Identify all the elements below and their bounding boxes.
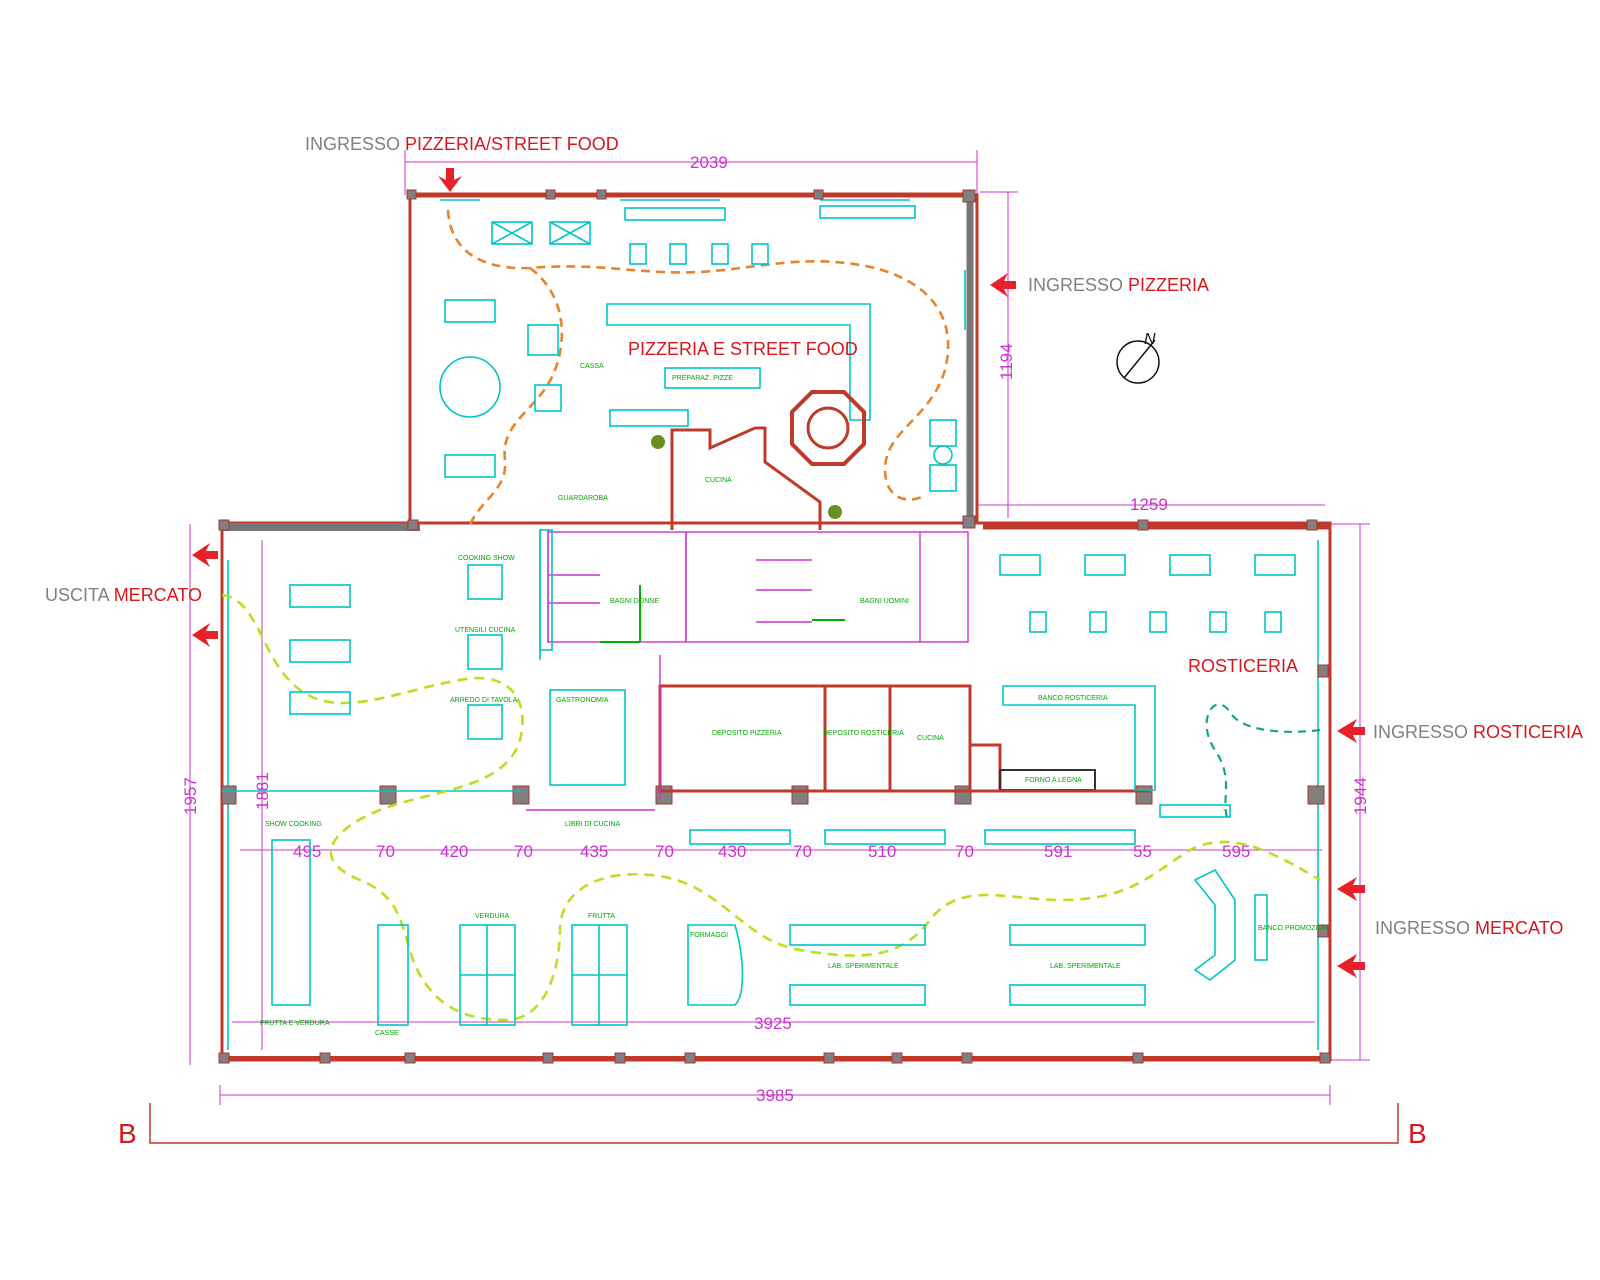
- label-bagni-donne: BAGNI DONNE: [610, 598, 659, 605]
- label-cooking: COOKING SHOW: [458, 555, 515, 562]
- label-lab2: LAB. SPERIMENTALE: [1050, 963, 1121, 970]
- label-forno: FORNO A LEGNA: [1025, 777, 1082, 784]
- pillars: [218, 189, 1331, 1064]
- dim-right-height: 1944: [1351, 777, 1370, 815]
- dim-total-width: 3985: [756, 1086, 794, 1105]
- dim-row-12: 595: [1222, 842, 1250, 861]
- label-arredo: ARREDO DI TAVOLA: [450, 697, 518, 704]
- furniture: [271, 205, 1296, 1026]
- small-labels: CASSA PREPARAZ. PIZZE CUCINA GUARDAROBA …: [260, 363, 1330, 1037]
- plant-icon: [651, 435, 665, 449]
- dim-row-3: 70: [514, 842, 533, 861]
- label-entrance-pizzeria-street-food: INGRESSO PIZZERIA/STREET FOOD: [305, 134, 619, 154]
- label-cassa: CASSA: [580, 363, 604, 370]
- label-preparazione: PREPARAZ. PIZZE: [672, 375, 733, 382]
- label-entrance-mercato: INGRESSO MERCATO: [1375, 918, 1563, 938]
- label-formaggi: FORMAGGI: [690, 932, 728, 939]
- label-entrance-rosticceria: INGRESSO ROSTICERIA: [1373, 722, 1583, 742]
- label-exit-mercato: USCITA MERCATO: [45, 585, 202, 605]
- label-banco-rost: BANCO ROSTICERIA: [1038, 695, 1108, 702]
- label-cucina-top: CUCINA: [705, 477, 732, 484]
- label-utensili: UTENSILI CUCINA: [455, 627, 516, 634]
- label-dep-pizzeria: DEPOSITO PIZZERIA: [712, 730, 782, 737]
- dim-row-0: 495: [293, 842, 321, 861]
- plant-icon: [828, 505, 842, 519]
- room-title-rosticceria: ROSTICERIA: [1188, 656, 1298, 676]
- room-title-pizzeria: PIZZERIA E STREET FOOD: [628, 339, 858, 359]
- dim-inner-total: 3925: [754, 1014, 792, 1033]
- dim-row-11: 55: [1133, 842, 1152, 861]
- dimension-lines: 2039 1194 1259 1957 1881 1944 3925 3985: [181, 150, 1370, 1105]
- arrow-left-icon: [1337, 954, 1365, 978]
- dim-row-2: 420: [440, 842, 468, 861]
- visitor-paths: [221, 209, 1321, 1022]
- label-entrance-pizzeria: INGRESSO PIZZERIA: [1028, 275, 1209, 295]
- label-gastronomia: GASTRONOMIA: [556, 697, 609, 704]
- arrow-left-icon: [990, 273, 1016, 297]
- arrow-left-icon: [1337, 719, 1365, 743]
- section-mark-left: B: [118, 1118, 137, 1149]
- label-lab1: LAB. SPERIMENTALE: [828, 963, 899, 970]
- dim-row-4: 435: [580, 842, 608, 861]
- label-cassa-bottom: CASSE: [375, 1030, 399, 1037]
- dim-row-9: 70: [955, 842, 974, 861]
- dim-row-7: 70: [793, 842, 812, 861]
- dim-top-width: 2039: [690, 153, 728, 172]
- dim-top-height: 1194: [997, 343, 1016, 380]
- label-verdura: VERDURA: [475, 913, 510, 920]
- section-mark-right: B: [1408, 1118, 1427, 1149]
- label-show-cooking: SHOW COOKING: [265, 821, 322, 828]
- dim-row-8: 510: [868, 842, 896, 861]
- dim-row-10: 591: [1044, 842, 1072, 861]
- label-cucina-mid: CUCINA: [917, 735, 944, 742]
- label-frutta-verdura: FRUTTA E VERDURA: [260, 1020, 330, 1027]
- section-line-bb: B B: [118, 1103, 1427, 1149]
- interior-walls: [222, 426, 1150, 811]
- north-arrow-icon: N: [1116, 331, 1160, 384]
- arrow-left-icon: [192, 623, 218, 647]
- inner-row-dimensions: 495 70 420 70 435 70 430 70 510 70 591 5…: [293, 842, 1250, 861]
- entrance-arrows: [192, 168, 1365, 978]
- label-banco-prom: BANCO PROMOZIONI: [1258, 925, 1330, 932]
- dim-row-5: 70: [655, 842, 674, 861]
- dim-row-6: 430: [718, 842, 746, 861]
- arrow-down-icon: [438, 168, 462, 192]
- dim-row-1: 70: [376, 842, 395, 861]
- label-frutta: FRUTTA: [588, 913, 615, 920]
- arrow-left-icon: [192, 543, 218, 567]
- label-libri: LIBRI DI CUCINA: [565, 821, 621, 828]
- label-dep-rosticceria: DEPOSITO ROSTICERIA: [823, 730, 904, 737]
- label-bagni-uomini: BAGNI UOMINI: [860, 598, 909, 605]
- dim-mid-width: 1259: [1130, 495, 1168, 514]
- svg-text:N: N: [1144, 331, 1156, 348]
- dim-left-outer: 1957: [181, 777, 200, 815]
- arrow-left-icon: [1337, 877, 1365, 901]
- label-guardaroba: GUARDAROBA: [558, 495, 608, 502]
